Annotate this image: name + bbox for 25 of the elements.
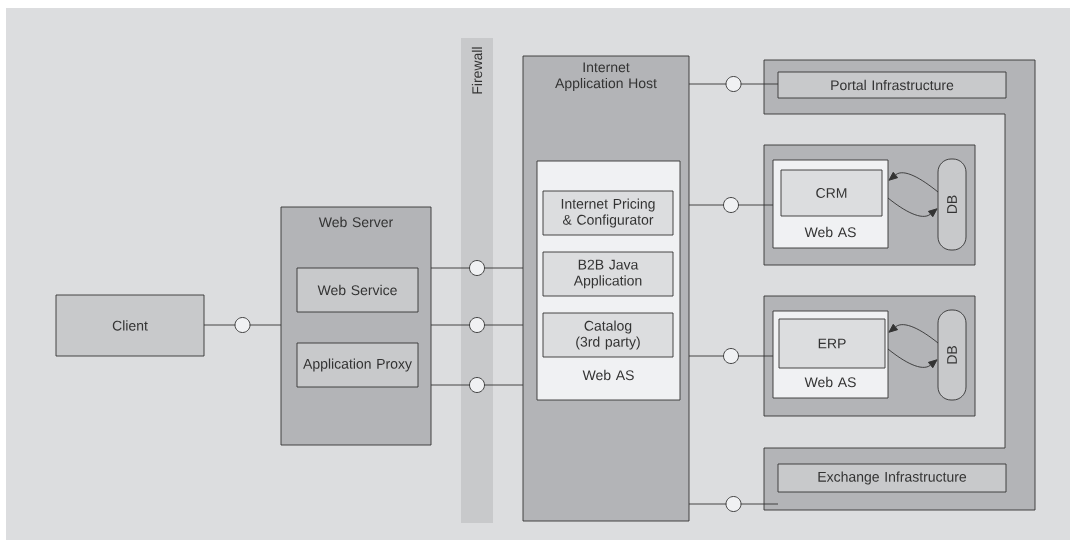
interface-connector [688, 197, 774, 213]
firewall-band: Firewall [461, 38, 493, 523]
arrow [887, 348, 938, 369]
arrow [888, 323, 939, 344]
component-box: B2B Java Application [542, 251, 674, 297]
interface-connector [430, 260, 524, 276]
interface-connector [688, 496, 779, 512]
arrow [887, 197, 938, 218]
interface-connector [430, 317, 524, 333]
client-box: Client [55, 294, 205, 357]
interface-connector [688, 76, 779, 92]
arrow [888, 171, 939, 193]
application-box: ERP [778, 318, 886, 369]
interface-connector [203, 317, 282, 333]
infrastructure-box: Exchange Infrastructure [777, 463, 1007, 493]
component-box: Catalog (3rd party) [542, 312, 674, 358]
interface-connector [688, 348, 774, 364]
database-pill: DB [937, 158, 967, 251]
application-box: CRM [780, 169, 883, 217]
component-box: Application Proxy [296, 342, 419, 388]
component-box: Web Service [296, 267, 419, 313]
database-pill: DB [937, 309, 967, 401]
component-box: Internet Pricing & Configurator [542, 190, 674, 236]
interface-connector [430, 377, 524, 393]
infrastructure-box: Portal Infrastructure [777, 71, 1007, 99]
